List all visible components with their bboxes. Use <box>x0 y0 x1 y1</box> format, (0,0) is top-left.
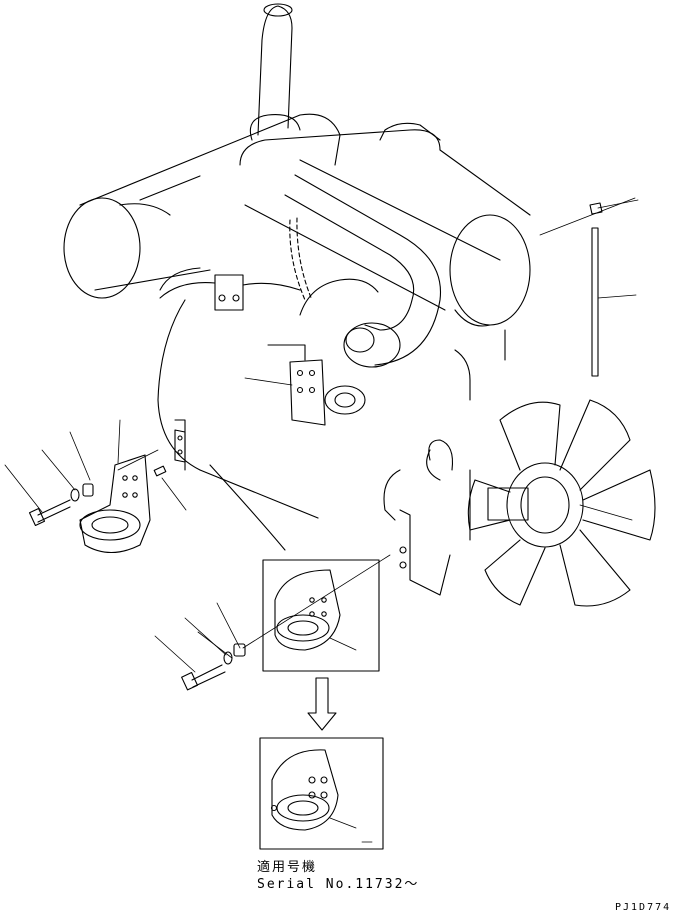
dowel <box>153 465 167 477</box>
bolt-left <box>28 499 71 527</box>
serial-number-label: Serial No.11732～ <box>257 877 420 892</box>
air-cleaner <box>239 122 531 327</box>
exhaust-stack <box>249 3 301 141</box>
leader-lines <box>4 197 639 829</box>
engine-block <box>157 299 506 551</box>
down-arrow <box>307 677 337 731</box>
bracket-detail-upper <box>262 559 380 672</box>
fan <box>467 399 656 607</box>
applicable-machines-label: 適用号機 <box>257 860 318 875</box>
washer-lower <box>223 651 233 665</box>
bracket-detail-lower <box>259 737 384 850</box>
washer-left <box>70 488 80 502</box>
rod <box>589 202 603 377</box>
exhaust-pipe <box>284 174 442 368</box>
engine-front-plate <box>399 439 454 596</box>
spacer-left <box>82 483 94 497</box>
spacer-lower <box>233 643 246 657</box>
drawing-id: PJ1D774 <box>615 902 672 913</box>
engine-rear-bracket <box>289 359 366 426</box>
front-bracket <box>79 429 186 554</box>
muffler <box>63 113 341 299</box>
clamp <box>159 274 301 311</box>
bolt-lower <box>181 664 226 691</box>
